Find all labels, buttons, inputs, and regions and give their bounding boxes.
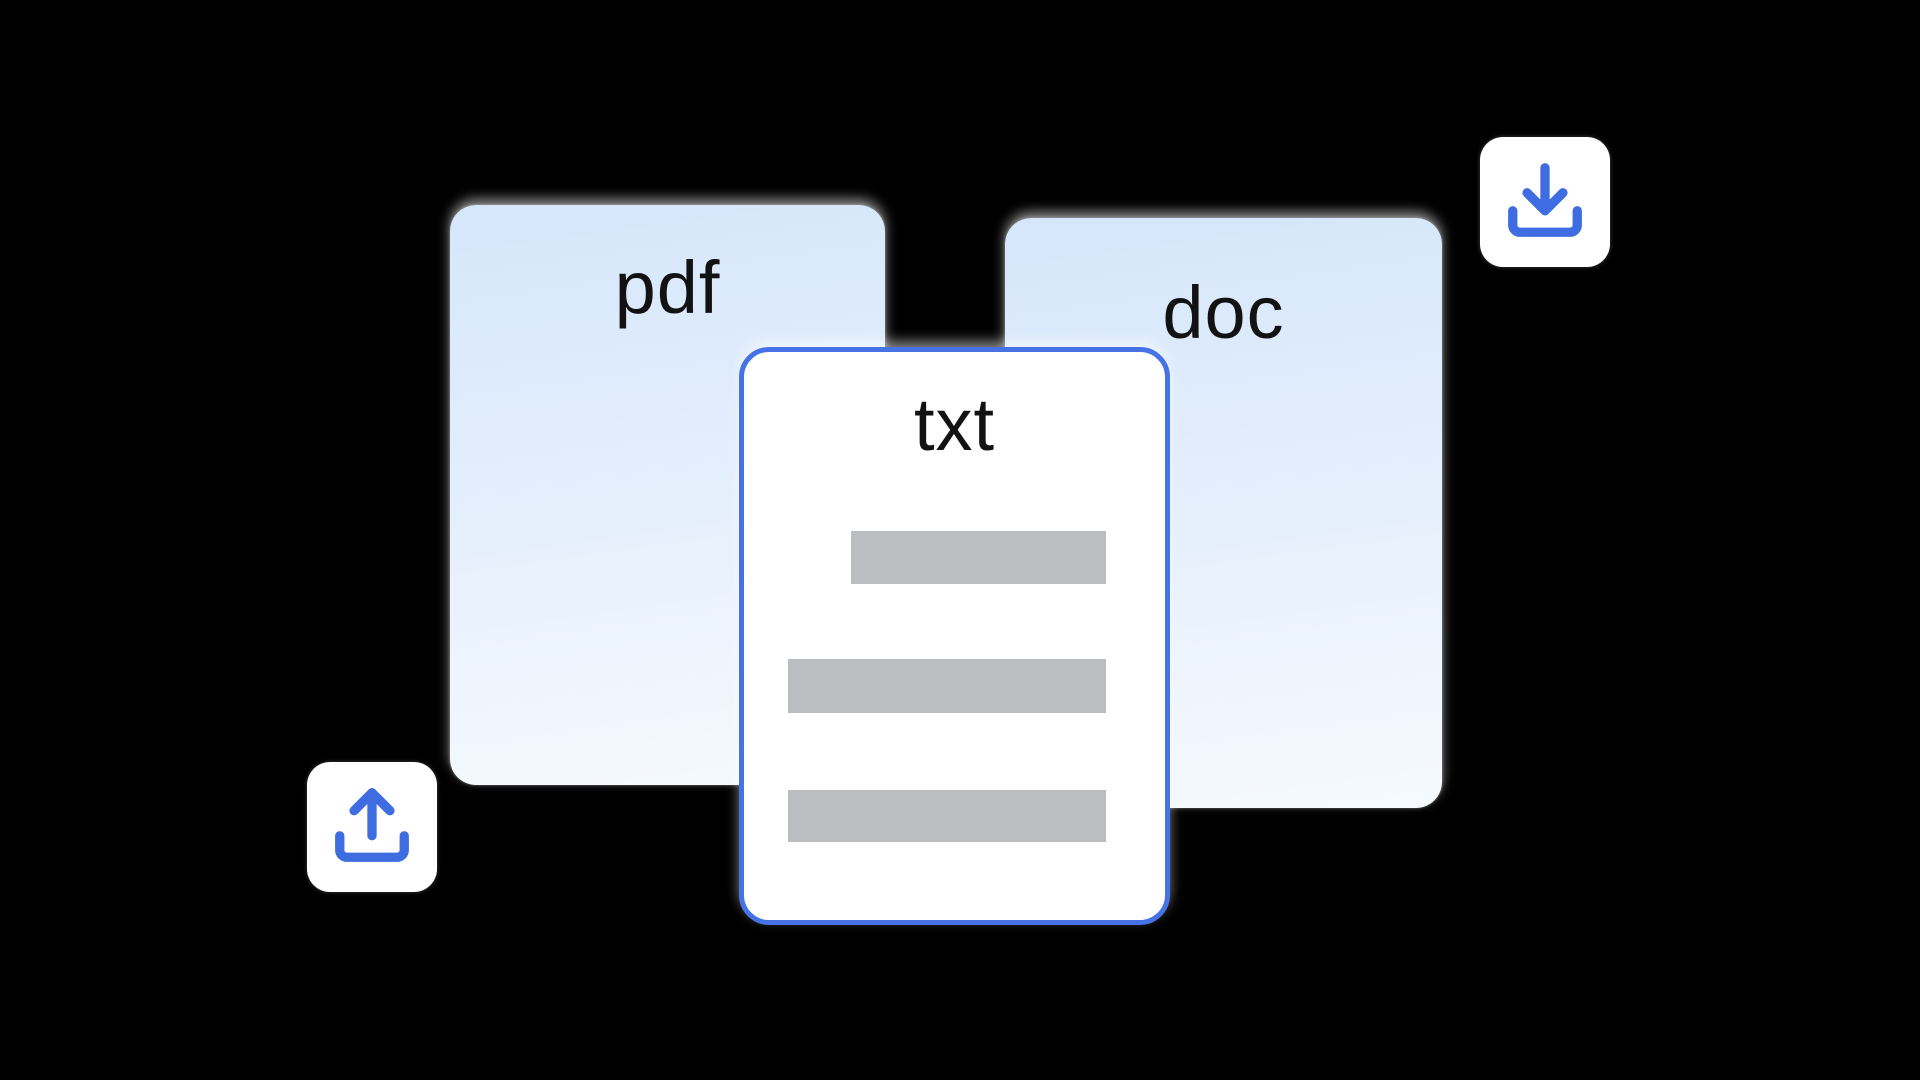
upload-button[interactable] (307, 762, 437, 892)
download-icon (1502, 157, 1588, 248)
download-button[interactable] (1480, 137, 1610, 267)
upload-icon (329, 782, 415, 873)
doc-card-label: doc (1162, 271, 1285, 354)
text-placeholder-line-3 (788, 790, 1106, 842)
text-placeholder-line-1 (851, 531, 1106, 584)
txt-file-card: txt (739, 347, 1170, 925)
txt-card-label: txt (913, 383, 996, 466)
pdf-card-label: pdf (614, 246, 721, 329)
text-placeholder-line-2 (788, 659, 1106, 713)
